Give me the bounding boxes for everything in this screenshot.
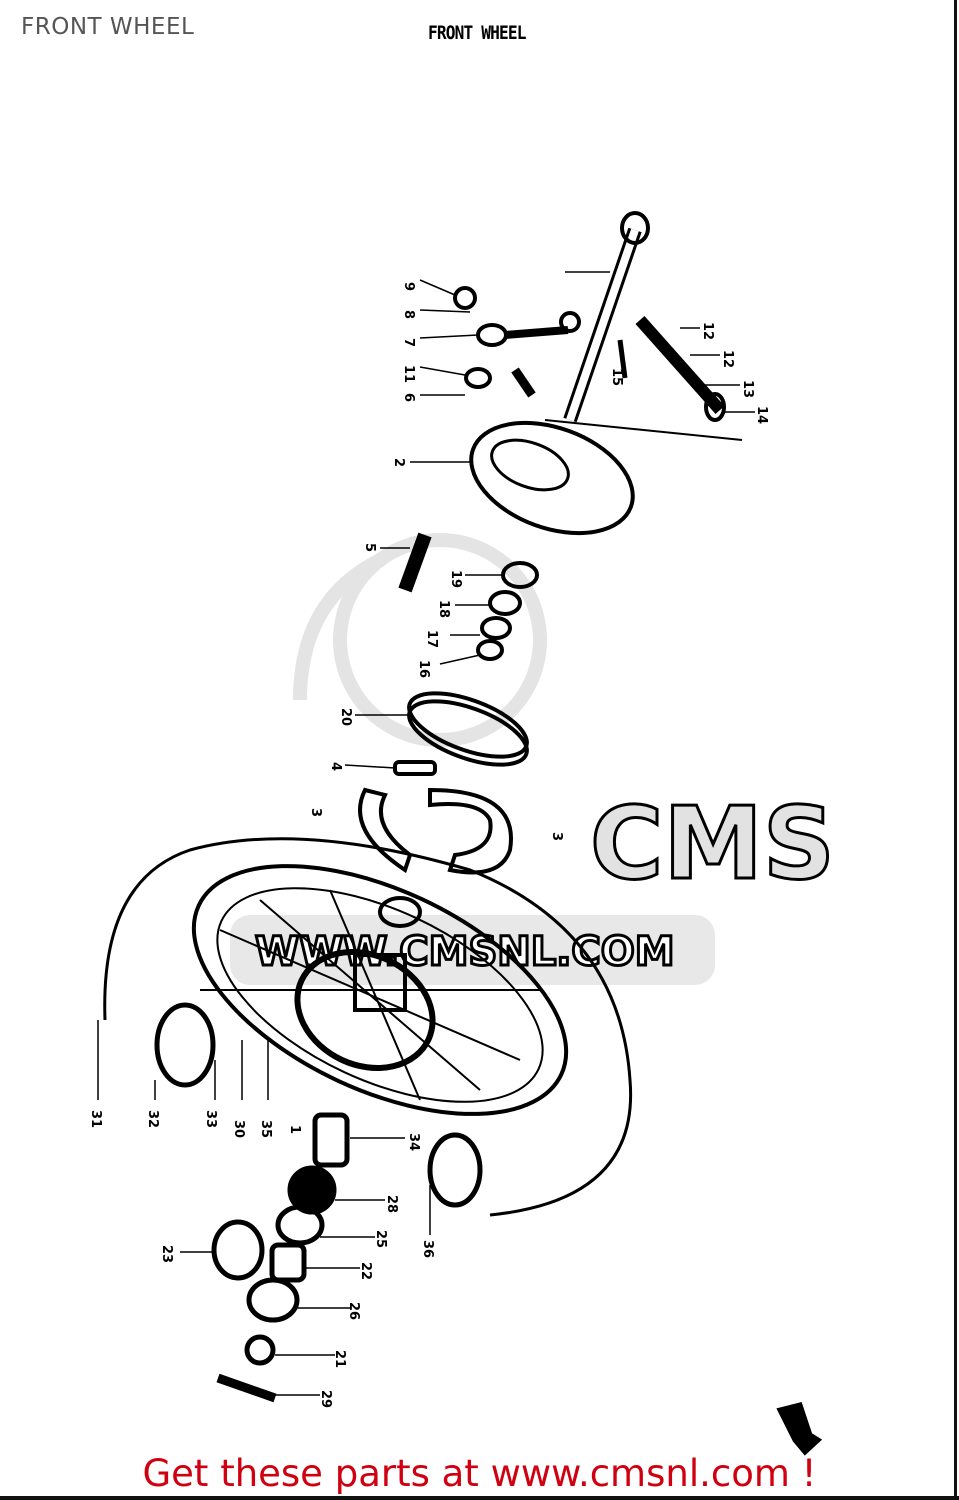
svg-text:26: 26 bbox=[346, 1302, 361, 1320]
leader-lines bbox=[97, 271, 755, 1396]
svg-text:30: 30 bbox=[231, 1120, 246, 1138]
svg-text:1: 1 bbox=[287, 1125, 302, 1134]
front-axle bbox=[563, 211, 650, 423]
svg-text:20: 20 bbox=[338, 708, 353, 726]
callout-labels: 9 8 7 11 6 2 5 19 18 17 16 20 4 3 3 12 1… bbox=[88, 282, 769, 1408]
svg-text:15: 15 bbox=[609, 368, 624, 386]
svg-text:19: 19 bbox=[448, 570, 463, 588]
svg-text:9: 9 bbox=[401, 282, 416, 291]
brake-panel bbox=[469, 419, 743, 536]
svg-text:22: 22 bbox=[358, 1262, 373, 1280]
svg-text:7: 7 bbox=[401, 338, 416, 347]
svg-text:16: 16 bbox=[416, 660, 431, 678]
svg-text:4: 4 bbox=[328, 762, 343, 771]
bottom-border bbox=[0, 1496, 959, 1500]
diagram-title: FRONT WHEEL bbox=[428, 22, 526, 44]
watermark-url: WWW.CMSNL.COM bbox=[255, 929, 675, 975]
svg-text:5: 5 bbox=[362, 543, 377, 552]
svg-text:23: 23 bbox=[159, 1245, 174, 1263]
svg-text:28: 28 bbox=[384, 1195, 399, 1213]
svg-text:2: 2 bbox=[391, 458, 406, 467]
right-border bbox=[954, 0, 957, 1500]
hub-parts bbox=[211, 1112, 823, 1456]
svg-text:12: 12 bbox=[720, 350, 735, 368]
svg-text:31: 31 bbox=[88, 1110, 103, 1128]
watermark-logo: CMS bbox=[590, 785, 835, 902]
svg-text:21: 21 bbox=[332, 1350, 347, 1368]
svg-text:18: 18 bbox=[436, 600, 451, 618]
svg-text:25: 25 bbox=[373, 1230, 388, 1248]
svg-text:3: 3 bbox=[308, 808, 323, 817]
svg-text:32: 32 bbox=[145, 1110, 160, 1128]
svg-text:13: 13 bbox=[740, 380, 755, 398]
svg-text:12: 12 bbox=[700, 322, 715, 340]
brake-shoes bbox=[358, 760, 513, 875]
svg-text:34: 34 bbox=[406, 1133, 421, 1151]
svg-text:3: 3 bbox=[549, 832, 564, 841]
svg-text:35: 35 bbox=[258, 1120, 273, 1138]
svg-text:33: 33 bbox=[203, 1110, 218, 1128]
svg-text:36: 36 bbox=[420, 1240, 435, 1258]
page-title: FRONT WHEEL bbox=[21, 14, 195, 40]
svg-text:11: 11 bbox=[401, 365, 416, 383]
promo-link[interactable]: Get these parts at www.cmsnl.com ! bbox=[142, 1452, 817, 1495]
svg-text:14: 14 bbox=[754, 406, 769, 424]
front-wheel bbox=[103, 837, 633, 1217]
svg-text:6: 6 bbox=[401, 393, 416, 402]
seals-and-bearing bbox=[398, 532, 539, 767]
svg-text:8: 8 bbox=[401, 310, 416, 319]
svg-text:29: 29 bbox=[318, 1390, 333, 1408]
svg-text:17: 17 bbox=[424, 630, 439, 648]
